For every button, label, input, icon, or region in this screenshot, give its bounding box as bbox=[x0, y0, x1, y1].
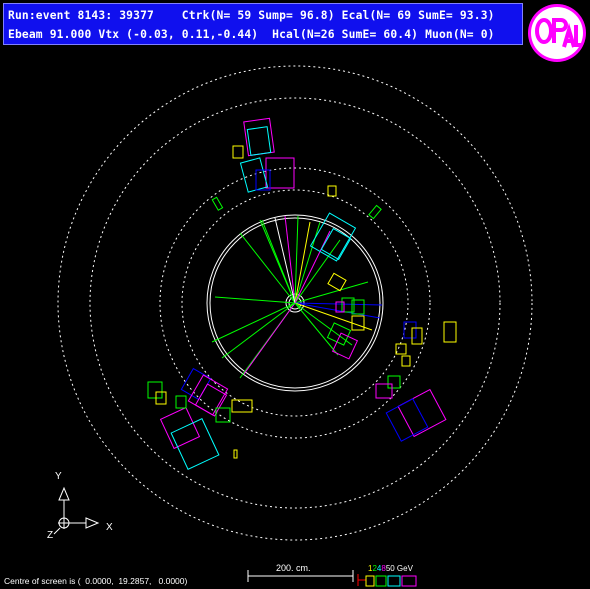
jet-chamber-outer-2 bbox=[209, 217, 381, 389]
energy-legend-2: 2 bbox=[372, 564, 377, 573]
scale-bar bbox=[247, 570, 354, 582]
calorimeter-hits-right bbox=[326, 297, 457, 442]
jet-chamber-outer-1 bbox=[206, 214, 384, 392]
event-info-line-1: Run:event 8143: 39377 Ctrk(N= 59 Sump= 9… bbox=[8, 9, 495, 22]
y-axis-label: Y bbox=[55, 471, 62, 482]
axes-indicator bbox=[53, 486, 100, 535]
calorimeter-hits-top bbox=[211, 117, 382, 292]
energy-legend-1: 1 bbox=[368, 564, 373, 573]
energy-legend-50: 50 GeV bbox=[385, 564, 413, 573]
scale-bar-label: 200. cm. bbox=[276, 563, 311, 573]
calorimeter-hits-lower-left bbox=[147, 367, 253, 470]
central-tracks bbox=[211, 215, 383, 379]
ecal-inner-ring bbox=[181, 189, 409, 417]
energy-scale-boxes bbox=[357, 574, 417, 587]
x-axis-label: X bbox=[106, 522, 113, 533]
opal-logo bbox=[528, 4, 586, 62]
event-info-banner: Run:event 8143: 39377 Ctrk(N= 59 Sump= 9… bbox=[3, 3, 523, 45]
screen-centre-readout: Centre of screen is ( 0.0000, 19.2857, 0… bbox=[4, 576, 188, 586]
ecal-outer-ring bbox=[159, 167, 431, 439]
event-info-line-2: Ebeam 91.000 Vtx (-0.03, 0.11,-0.44) Hca… bbox=[8, 28, 495, 41]
energy-legend: 124850 GeV bbox=[368, 564, 413, 573]
outer-muon-ring bbox=[57, 65, 533, 541]
z-axis-label: Z bbox=[47, 530, 54, 541]
hcal-outer-ring bbox=[89, 97, 501, 509]
energy-legend-4: 4 bbox=[376, 564, 382, 573]
energy-legend-8: 8 bbox=[381, 564, 386, 573]
